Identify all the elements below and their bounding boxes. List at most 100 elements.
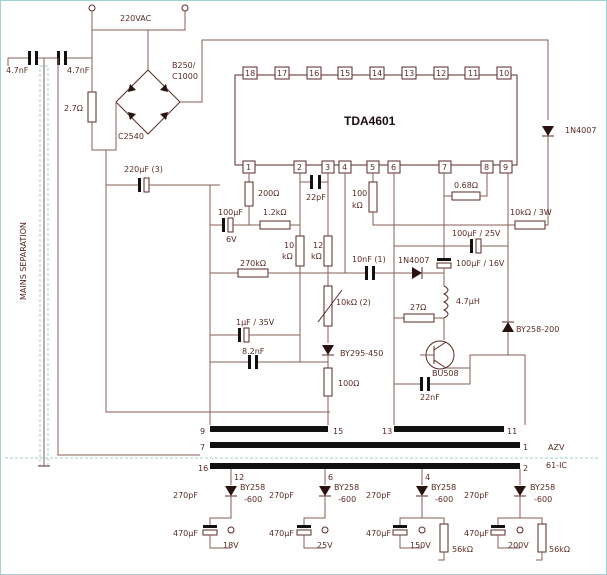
mains-terminal-right	[181, 4, 189, 12]
potentiometer	[323, 285, 333, 327]
tr-pin-1: 1	[523, 443, 528, 452]
out1-pin: 12	[234, 473, 244, 482]
winding-13-11	[394, 426, 504, 432]
filter-cap-label: 220µF (3)	[124, 165, 163, 174]
bridge-label-1: B250/	[172, 61, 196, 70]
tr-pin-13: 13	[382, 427, 392, 436]
ic-pin-8: 8	[484, 163, 489, 172]
out4-diode: BY258	[530, 483, 555, 492]
control-section: 1N4007 200Ω 1.2kΩ 100µF 6V 22pF 10 kΩ 12…	[209, 126, 596, 425]
d1n4007-label: 1N4007	[398, 256, 429, 265]
out3-cap: 270pF	[366, 491, 391, 500]
v6-label: 6V	[226, 235, 237, 244]
cap-4n7-left-label: 4.7nF	[6, 66, 29, 75]
tr-pin-15: 15	[333, 427, 343, 436]
dby258-label: BY258-200	[516, 325, 559, 334]
out4-ecap: 470µF	[464, 529, 489, 538]
ic-pin-17: 17	[277, 69, 287, 78]
mains-label: 220VAC	[120, 14, 152, 23]
resistor-2r7	[87, 91, 97, 123]
c100u6-label: 100µF	[218, 208, 243, 217]
out1-cap: 270pF	[173, 491, 198, 500]
r12k-unit: kΩ	[311, 252, 322, 261]
out3-volt: 150V	[410, 541, 431, 550]
ic-pin-16: 16	[309, 69, 319, 78]
r1k2-label: 1.2kΩ	[263, 208, 286, 217]
out4-diode2: -600	[534, 495, 552, 504]
out4-volt: 200V	[508, 541, 529, 550]
ic-pin-2: 2	[297, 163, 302, 172]
out1-ecap: 470µF	[173, 529, 198, 538]
output-3: 4 BY258 -600 270pF 470µF 150V 56kΩ	[366, 469, 473, 561]
ic-pin-13: 13	[404, 69, 414, 78]
ic-pin-3: 3	[325, 163, 330, 172]
ic-pin-1: 1	[246, 163, 251, 172]
out3-ecap: 470µF	[366, 529, 391, 538]
r100k-unit: kΩ	[352, 201, 363, 210]
winding-16-2	[210, 463, 520, 469]
c10n-label: 10nF (1)	[352, 255, 386, 264]
r10k-label: 10	[284, 241, 294, 250]
ic-pin-10: 10	[499, 69, 509, 78]
tr-pin-2: 2	[523, 464, 528, 473]
output-1: 12 BY258 -600 270pF 470µF 18V	[173, 469, 265, 550]
output-4: BY258 -600 270pF 470µF 200V 56kΩ	[464, 469, 570, 561]
diode-by258-200	[502, 322, 514, 332]
azv-label: AZV	[548, 443, 565, 452]
r27-label: 27Ω	[410, 303, 426, 312]
ic61-label: 61-IC	[546, 461, 567, 470]
c8n2-label: 8.2nF	[242, 347, 265, 356]
out3-diode2: -600	[435, 495, 453, 504]
out3-pin: 4	[425, 473, 430, 482]
r12k-label: 12	[313, 241, 323, 250]
out2-diode2: -600	[338, 495, 356, 504]
mains-terminal-left	[88, 4, 96, 12]
output-2: 6 BY258 -600 270pF 470µF 25V	[269, 469, 359, 550]
out3-load: 56kΩ	[452, 545, 473, 554]
ic-body	[234, 74, 518, 166]
tr-pin-11: 11	[507, 427, 517, 436]
diode-1n4007-top-label: 1N4007	[565, 126, 596, 135]
pot10k-label: 10kΩ (2)	[336, 298, 371, 307]
cap-4n7-right-label: 4.7nF	[67, 66, 90, 75]
c22p-label: 22pF	[306, 193, 326, 202]
c22n-label: 22nF	[420, 393, 440, 402]
out2-diode: BY258	[334, 483, 359, 492]
out4-load: 56kΩ	[549, 545, 570, 554]
out2-pin: 6	[328, 473, 333, 482]
ic-pin-12: 12	[436, 69, 446, 78]
ic-pin-15: 15	[340, 69, 350, 78]
out1-diode: BY258	[240, 483, 265, 492]
mains-section: 220VAC B250/ C1000 C2540 4.7nF 4.7nF 2.7…	[6, 4, 549, 467]
winding-9-15	[210, 426, 328, 432]
bridge-cap-label: C2540	[118, 132, 144, 141]
out2-volt: 25V	[317, 541, 333, 550]
ic-pin-14: 14	[372, 69, 382, 78]
r100k-label: 100	[352, 189, 367, 198]
c1u-label: 1µF / 35V	[236, 318, 275, 327]
bridge-label-2: C1000	[172, 72, 198, 81]
tr-pin-16: 16	[198, 464, 208, 473]
transformer: 9 15 13 11 7 1 AZV 16 2 61-IC	[5, 426, 600, 473]
transistor-label: BU508	[432, 369, 459, 378]
out2-cap: 270pF	[269, 491, 294, 500]
out1-volt: 18V	[223, 541, 239, 550]
c100u16-label: 100µF / 16V	[456, 259, 505, 268]
dby295-label: BY295-450	[340, 349, 383, 358]
r100-label: 100Ω	[338, 379, 359, 388]
ic-pin-6: 6	[391, 163, 396, 172]
bridge-rectifier	[115, 69, 181, 135]
tr-pin-9: 9	[200, 427, 205, 436]
ic-pin-9: 9	[503, 163, 508, 172]
ic-pin-4: 4	[342, 163, 347, 172]
r068-label: 0.68Ω	[454, 181, 478, 190]
c100u25-label: 100µF / 25V	[452, 229, 501, 238]
mains-separation-label: MAINS SEPARATION	[19, 222, 28, 300]
resistor-2r7-label: 2.7Ω	[64, 104, 83, 113]
r10k-unit: kΩ	[282, 252, 293, 261]
r10k3w-label: 10kΩ / 3W	[510, 208, 552, 217]
out1-diode2: -600	[244, 495, 262, 504]
out4-cap: 270pF	[464, 491, 489, 500]
ic-pin-7: 7	[442, 163, 447, 172]
